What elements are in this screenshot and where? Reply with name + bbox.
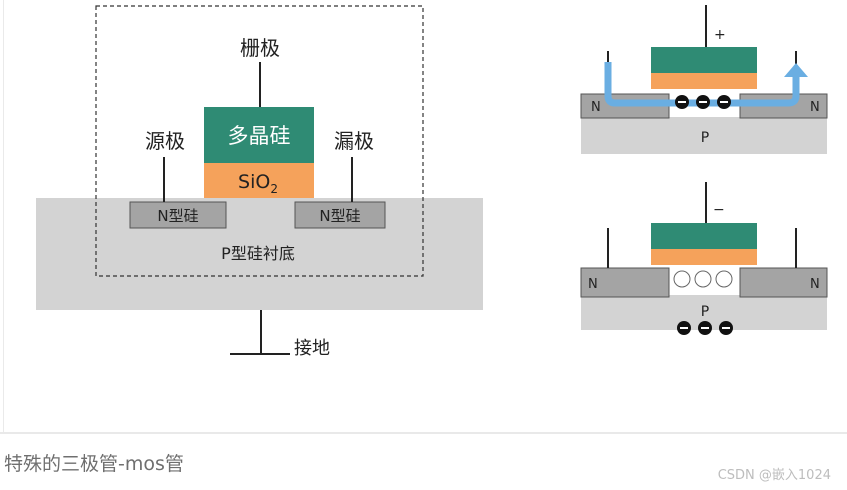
br-polarity: − [713,202,725,218]
substrate-label: P型硅衬底 [221,244,295,263]
hole [715,270,733,288]
tr-polarity: + [714,27,726,43]
tr-electrons [675,95,731,109]
mos-positive-gate: N N P + [580,5,828,154]
n-region-source [129,201,227,229]
hole [694,270,712,288]
figure-caption: 特殊的三极管-mos管 [4,453,184,475]
tr-polysilicon [651,47,757,73]
tr-p-substrate [581,117,827,154]
tr-oxide [651,73,757,89]
current-arrow-head [784,63,808,77]
panel-left-rule [3,0,4,432]
drain-label: 漏极 [334,129,374,153]
br-holes [673,270,733,288]
br-polysilicon [651,223,757,249]
br-n-left-label: N [588,277,598,292]
n-region-source-label: N型硅 [157,207,198,225]
br-electrons [677,321,733,335]
gate-label: 栅极 [240,36,280,60]
mos-diagram: 栅极 多晶硅 SiO2 N型硅 N型硅 源极 漏极 P型硅衬底 接地 N N P… [36,5,828,359]
tr-n-right-label: N [810,100,820,115]
mos-diagram-panel: 栅极 多晶硅 SiO2 N型硅 N型硅 源极 漏极 P型硅衬底 接地 N N P… [36,5,828,359]
sio2-label: SiO2 [238,171,278,196]
mos-dashed-boundary [95,5,424,277]
br-oxide [651,249,757,265]
panel-divider [0,432,847,434]
source-label: 源极 [145,129,185,153]
n-region-drain [294,201,386,229]
br-p-label: P [701,304,709,320]
polysilicon-gate [204,107,314,163]
mos-negative-gate: N N P − [580,182,828,335]
p-substrate [36,198,483,310]
sio2-layer [204,162,314,198]
br-n-left [580,267,670,298]
polysilicon-label: 多晶硅 [228,124,291,148]
n-region-drain-label: N型硅 [319,207,360,225]
tr-n-left-label: N [591,100,601,115]
br-n-right-label: N [810,277,820,292]
br-n-right [739,267,828,298]
hole [673,270,691,288]
watermark: CSDN @嵌入1024 [717,468,831,483]
tr-p-label: P [701,130,709,146]
ground-label: 接地 [294,338,330,359]
